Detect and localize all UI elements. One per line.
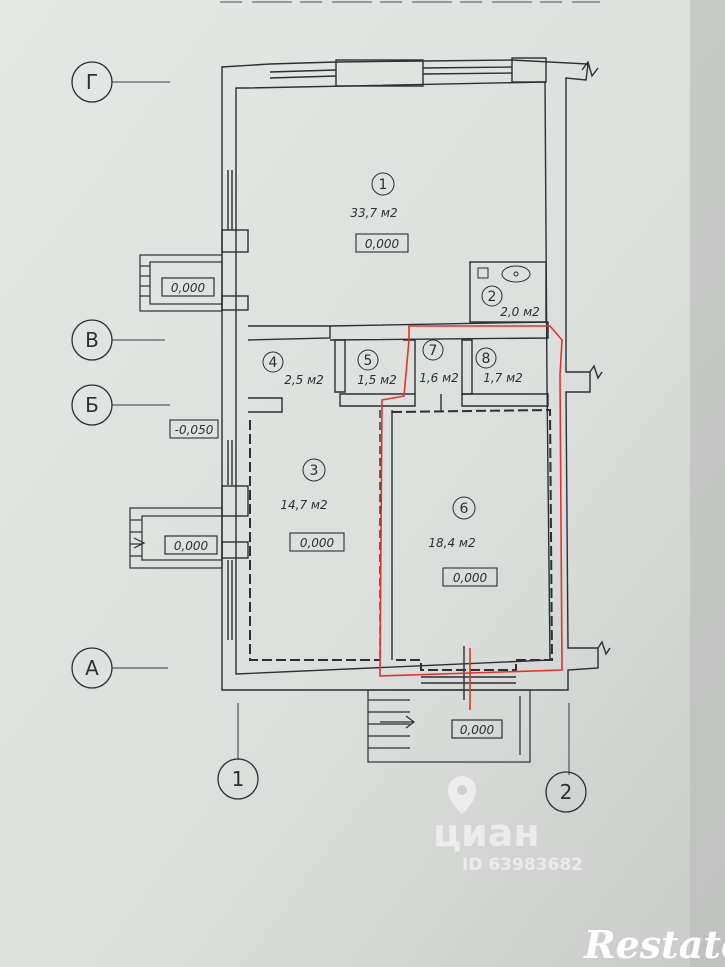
room-5: 5 1,5 м2 — [357, 349, 397, 387]
map-pin-icon — [448, 776, 476, 814]
room-4-area: 2,5 м2 — [284, 373, 324, 387]
axis-bubble-a: А — [71, 647, 113, 689]
porch-bottom-level: 0,000 — [460, 723, 495, 737]
porch-bottom — [367, 689, 531, 763]
outside-level-box — [169, 419, 219, 439]
room-2-area: 2,0 м2 — [500, 305, 540, 319]
room-3: 3 14,7 м2 0,000 — [280, 458, 345, 552]
room-6-number: 6 — [460, 501, 469, 517]
axis-label-g: Г — [86, 70, 98, 94]
room-8: 8 1,7 м2 — [475, 347, 523, 385]
room-6-level: 0,000 — [453, 571, 488, 585]
restate-logo: Restate — [583, 922, 725, 967]
paper-edge-shadow — [690, 0, 725, 967]
axis-label-v: В — [85, 328, 99, 352]
room-7: 7 1,6 м2 — [419, 339, 459, 385]
room-4-number: 4 — [269, 355, 278, 371]
room-7-number: 7 — [429, 343, 438, 359]
room-2-number: 2 — [488, 289, 497, 305]
watermark-brand: циан — [433, 811, 540, 855]
axis-label-a: А — [85, 656, 99, 680]
room-8-area: 1,7 м2 — [483, 371, 523, 385]
outside-level: -0,050 — [175, 423, 214, 437]
porch-upper — [139, 254, 223, 312]
room-5-number: 5 — [364, 353, 373, 369]
room-5-area: 1,5 м2 — [357, 373, 397, 387]
axis-bubble-g: Г — [71, 61, 113, 103]
highlighted-unit-outline — [379, 325, 563, 677]
axis-bubble-b: Б — [71, 384, 113, 426]
porch-middle-level: 0,000 — [174, 539, 209, 553]
room-6-area: 18,4 м2 — [428, 536, 475, 550]
room-2: 2 2,0 м2 — [481, 285, 540, 319]
room-4: 4 2,5 м2 — [262, 351, 324, 387]
room-8-number: 8 — [482, 351, 491, 367]
axis-grid — [112, 81, 570, 775]
room-1-area: 33,7 м2 — [350, 206, 397, 220]
axis-label-2: 2 — [560, 780, 573, 804]
axis-label-1: 1 — [232, 767, 245, 791]
room-7-area: 1,6 м2 — [419, 371, 459, 385]
toilet-fixture-icon — [477, 265, 531, 283]
axis-bubble-1: 1 — [217, 758, 259, 800]
room-3-number: 3 — [310, 463, 319, 479]
axis-bubble-2: 2 — [545, 771, 587, 813]
room-1-level: 0,000 — [365, 237, 400, 251]
axis-bubble-v: В — [71, 319, 113, 361]
room-1: 1 33,7 м2 0,000 — [350, 172, 409, 253]
room-3-area: 14,7 м2 — [280, 498, 327, 512]
axis-label-b: Б — [85, 393, 99, 417]
room-3-level: 0,000 — [300, 536, 335, 550]
room-6: 6 18,4 м2 0,000 — [428, 496, 498, 587]
logo-text: Restate — [583, 922, 725, 967]
cian-watermark: циан ID 63983682 — [433, 776, 583, 875]
porch-middle — [129, 507, 223, 569]
room-1-number: 1 — [379, 177, 388, 193]
porch-upper-level: 0,000 — [171, 281, 206, 295]
watermark-id: ID 63983682 — [462, 855, 583, 875]
